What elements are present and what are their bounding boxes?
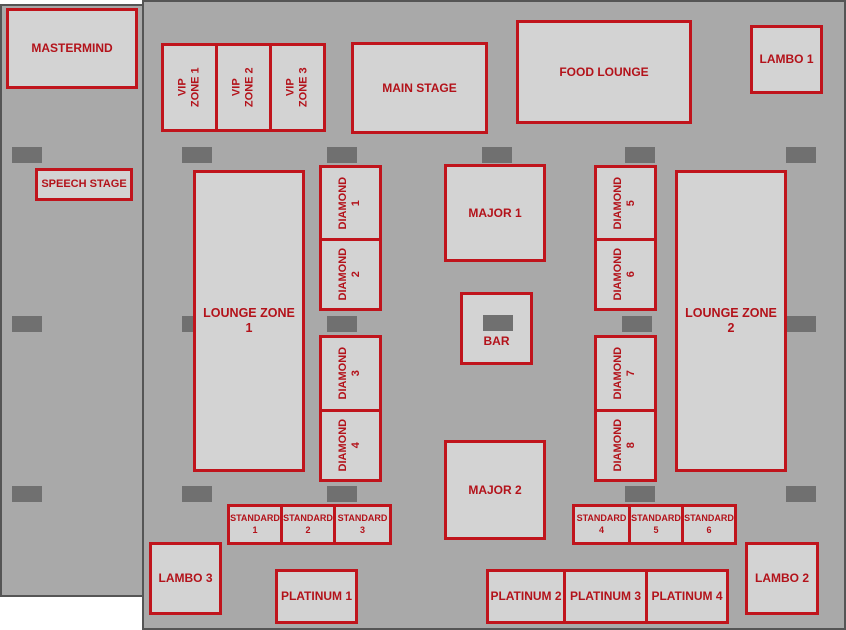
zone-label: MAJOR 2	[468, 482, 522, 497]
zone-label: VIP ZONE 3	[284, 67, 310, 108]
zone-diamond-1[interactable]: DIAMOND 1	[319, 165, 382, 241]
zone-label: DIAMOND 3	[337, 347, 363, 400]
zone-label: SPEECH STAGE	[41, 177, 127, 190]
zone-lounge-2[interactable]: LOUNGE ZONE 2	[675, 170, 787, 472]
zone-label: MASTERMIND	[31, 41, 113, 56]
pillar	[786, 316, 816, 332]
zone-lambo-2[interactable]: LAMBO 2	[745, 542, 819, 615]
zone-lambo-1[interactable]: LAMBO 1	[750, 25, 823, 94]
zone-platinum-1[interactable]: PLATINUM 1	[275, 569, 358, 624]
zone-label: STANDARD 2	[283, 513, 333, 535]
zone-platinum-3[interactable]: PLATINUM 3	[563, 569, 648, 624]
zone-vip-1[interactable]: VIP ZONE 1	[161, 43, 218, 132]
pillar	[12, 316, 42, 332]
zone-diamond-6[interactable]: DIAMOND 6	[594, 238, 657, 311]
zone-label: STANDARD 6	[684, 513, 734, 535]
zone-standard-5[interactable]: STANDARD 5	[628, 504, 684, 545]
pillar	[12, 486, 42, 502]
pillar	[327, 147, 357, 163]
zone-label: DIAMOND 8	[612, 419, 638, 472]
zone-bar[interactable]: BAR	[460, 292, 533, 365]
zone-label: PLATINUM 1	[280, 589, 353, 604]
zone-label: PLATINUM 4	[651, 589, 723, 604]
zone-label: LAMBO 3	[158, 571, 213, 586]
pillar	[327, 316, 357, 332]
pillar	[786, 486, 816, 502]
zone-diamond-7[interactable]: DIAMOND 7	[594, 335, 657, 412]
zone-label: STANDARD 5	[631, 513, 681, 535]
zone-label: DIAMOND 6	[612, 248, 638, 301]
zone-diamond-2[interactable]: DIAMOND 2	[319, 238, 382, 311]
pillar	[622, 316, 652, 332]
zone-label: LOUNGE ZONE 1	[203, 306, 295, 335]
pillar	[12, 147, 42, 163]
pillar	[625, 147, 655, 163]
zone-label: STANDARD 3	[337, 513, 388, 535]
zone-lounge-1[interactable]: LOUNGE ZONE 1	[193, 170, 305, 472]
zone-standard-3[interactable]: STANDARD 3	[333, 504, 392, 545]
zone-label: FOOD LOUNGE	[559, 64, 649, 79]
hall-west	[0, 4, 145, 597]
zone-vip-3[interactable]: VIP ZONE 3	[269, 43, 326, 132]
zone-label: DIAMOND 5	[612, 176, 638, 230]
zone-diamond-5[interactable]: DIAMOND 5	[594, 165, 657, 241]
zone-label: MAIN STAGE	[382, 80, 457, 95]
zone-diamond-8[interactable]: DIAMOND 8	[594, 409, 657, 482]
zone-standard-6[interactable]: STANDARD 6	[681, 504, 737, 545]
pillar	[182, 486, 212, 502]
zone-label: VIP ZONE 2	[230, 67, 256, 108]
zone-label: LAMBO 1	[759, 52, 814, 67]
zone-label: MAJOR 1	[468, 205, 522, 220]
zone-label: BAR	[483, 333, 510, 348]
zone-label: PLATINUM 2	[490, 589, 562, 604]
zone-speech-stage[interactable]: SPEECH STAGE	[35, 168, 133, 201]
zone-vip-2[interactable]: VIP ZONE 2	[215, 43, 272, 132]
pillar	[182, 147, 212, 163]
zone-label: DIAMOND 2	[337, 248, 363, 301]
zone-platinum-2[interactable]: PLATINUM 2	[486, 569, 566, 624]
pillar	[327, 486, 357, 502]
pillar	[482, 147, 512, 163]
zone-major-1[interactable]: MAJOR 1	[444, 164, 546, 262]
zone-label: DIAMOND 4	[337, 419, 363, 472]
zone-label: LOUNGE ZONE 2	[685, 306, 777, 335]
zone-diamond-4[interactable]: DIAMOND 4	[319, 409, 382, 482]
zone-label: DIAMOND 7	[612, 347, 638, 400]
zone-label: DIAMOND 1	[337, 176, 363, 230]
zone-diamond-3[interactable]: DIAMOND 3	[319, 335, 382, 412]
zone-standard-4[interactable]: STANDARD 4	[572, 504, 631, 545]
zone-label: STANDARD 4	[576, 513, 627, 535]
zone-major-2[interactable]: MAJOR 2	[444, 440, 546, 540]
zone-label: PLATINUM 3	[569, 589, 642, 604]
zone-food-lounge[interactable]: FOOD LOUNGE	[516, 20, 692, 124]
zone-label: VIP ZONE 1	[176, 67, 202, 108]
pillar	[625, 486, 655, 502]
pillar	[786, 147, 816, 163]
zone-label: LAMBO 2	[755, 571, 809, 586]
zone-main-stage[interactable]: MAIN STAGE	[351, 42, 488, 134]
zone-lambo-3[interactable]: LAMBO 3	[149, 542, 222, 615]
zone-standard-2[interactable]: STANDARD 2	[280, 504, 336, 545]
pillar	[483, 315, 513, 331]
zone-mastermind[interactable]: MASTERMIND	[6, 8, 138, 89]
zone-standard-1[interactable]: STANDARD 1	[227, 504, 283, 545]
zone-platinum-4[interactable]: PLATINUM 4	[645, 569, 729, 624]
zone-label: STANDARD 1	[230, 513, 280, 535]
